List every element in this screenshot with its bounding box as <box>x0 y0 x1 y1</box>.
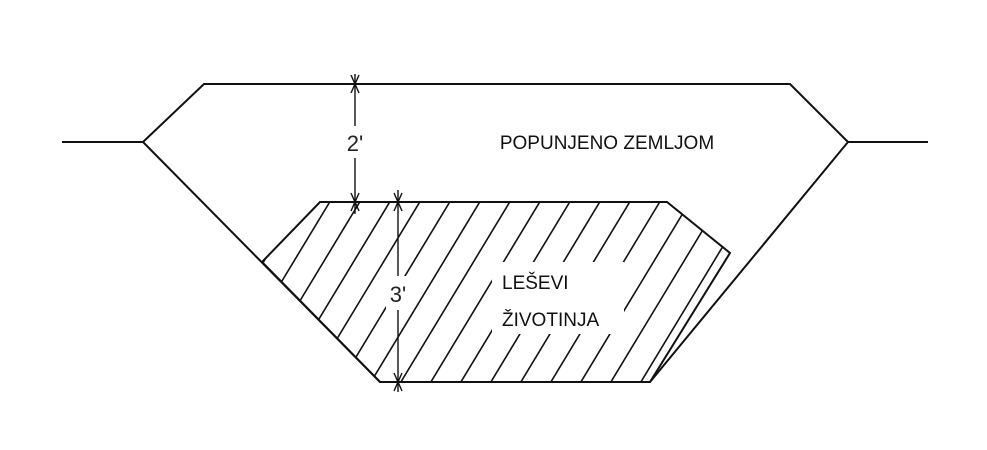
hatch-line <box>262 202 341 382</box>
hatch-line <box>689 202 730 382</box>
hatch-line <box>419 202 551 382</box>
hatch-line <box>810 185 940 400</box>
carcass-zone-outline <box>260 201 732 383</box>
hatch-line <box>389 202 521 382</box>
fill-layer-label: POPUNJENO ZEMLJOM <box>500 133 714 154</box>
cover-depth-label: 2' <box>347 131 363 156</box>
hatch-line <box>269 202 401 382</box>
carcass-label-line2: ŽIVOTINJA <box>502 309 599 331</box>
hatch-line <box>359 202 491 382</box>
carcass-depth-label: 3' <box>390 282 406 307</box>
hatch-line <box>569 202 701 382</box>
hatch-line <box>750 185 880 400</box>
hatch-line <box>629 202 730 382</box>
carcass-label-line1: LEŠEVI <box>502 272 569 294</box>
hatch-line <box>262 202 371 382</box>
hatch-line <box>780 185 910 400</box>
pit-outline <box>141 83 850 383</box>
